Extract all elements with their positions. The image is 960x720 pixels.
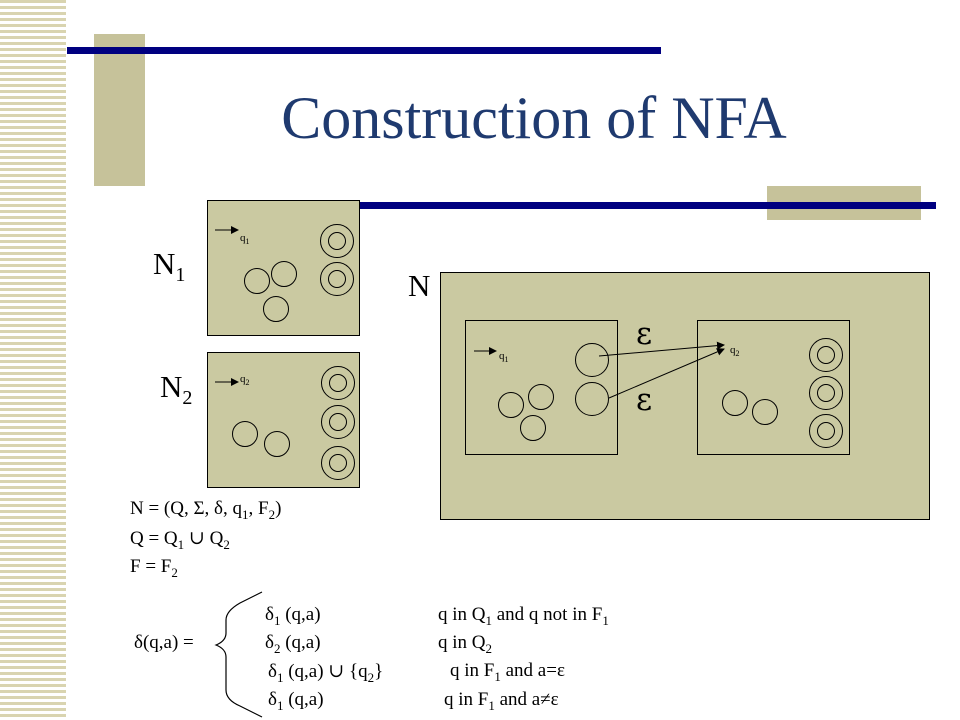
- n1-accept-state: [320, 262, 354, 296]
- epsilon-transition-lower: [608, 348, 725, 399]
- n2-state: [264, 431, 290, 457]
- case-cond-3: q in F1 and a=ε: [450, 660, 565, 684]
- n1-embedded-box: q1: [465, 320, 618, 455]
- n1-start-state-label: q1: [240, 232, 250, 247]
- definition-n-tuple: N = (Q, Σ, δ, q1, F2): [130, 498, 282, 522]
- slide-title: Construction of NFA: [281, 85, 787, 151]
- n1-embedded-former-accept: [575, 382, 609, 416]
- n2-embedded-accept-state: [809, 414, 843, 448]
- n-label: N: [408, 268, 431, 303]
- n2-box: q2: [207, 352, 360, 488]
- n1-state: [244, 268, 270, 294]
- n2-accept-state: [321, 366, 355, 400]
- case-cond-4: q in F1 and a≠ε: [444, 689, 559, 713]
- case-cond-2: q in Q2: [438, 632, 492, 656]
- case-func-1: δ1 (q,a): [265, 604, 321, 628]
- n2-accept-state: [321, 446, 355, 480]
- n2-start-state-label: q2: [240, 373, 250, 388]
- n1-embedded-former-accept: [575, 343, 609, 377]
- middle-rule: [360, 202, 936, 209]
- n1-box: q1: [207, 200, 360, 336]
- epsilon-label-upper: ε: [636, 316, 653, 352]
- n1-accept-state: [320, 224, 354, 258]
- definition-q: Q = Q1 ∪ Q2: [130, 528, 230, 552]
- n1-embedded-state: [498, 392, 524, 418]
- case-cond-1: q in Q1 and q not in F1: [438, 604, 609, 628]
- n2-accept-state: [321, 405, 355, 439]
- case-func-2: δ2 (q,a): [265, 632, 321, 656]
- n1-label: N1: [153, 246, 186, 287]
- n1-embedded-state: [528, 384, 554, 410]
- n1-embedded-state: [520, 415, 546, 441]
- n1-embedded-start-label: q1: [499, 350, 509, 365]
- n2-state: [232, 421, 258, 447]
- cases-brace: [214, 591, 263, 718]
- top-rule: [67, 47, 661, 54]
- n1-state: [271, 261, 297, 287]
- case-func-4: δ1 (q,a): [268, 689, 324, 713]
- case-func-3: δ1 (q,a) ∪ {q2}: [268, 661, 384, 685]
- n2-embedded-state: [722, 390, 748, 416]
- left-stripe-decoration: [0, 0, 66, 720]
- definition-f: F = F2: [130, 556, 178, 580]
- n-box: q1 q2: [440, 272, 930, 520]
- n1-state: [263, 296, 289, 322]
- n2-embedded-accept-state: [809, 376, 843, 410]
- epsilon-label-lower: ε: [636, 382, 653, 418]
- title-accent-block: [94, 34, 145, 186]
- n2-embedded-start-label: q2: [730, 344, 740, 359]
- n2-label: N2: [160, 369, 193, 410]
- epsilon-transition-upper: [598, 341, 725, 357]
- n2-embedded-state: [752, 399, 778, 425]
- delta-lhs: δ(q,a) =: [134, 632, 194, 653]
- n2-embedded-accept-state: [809, 338, 843, 372]
